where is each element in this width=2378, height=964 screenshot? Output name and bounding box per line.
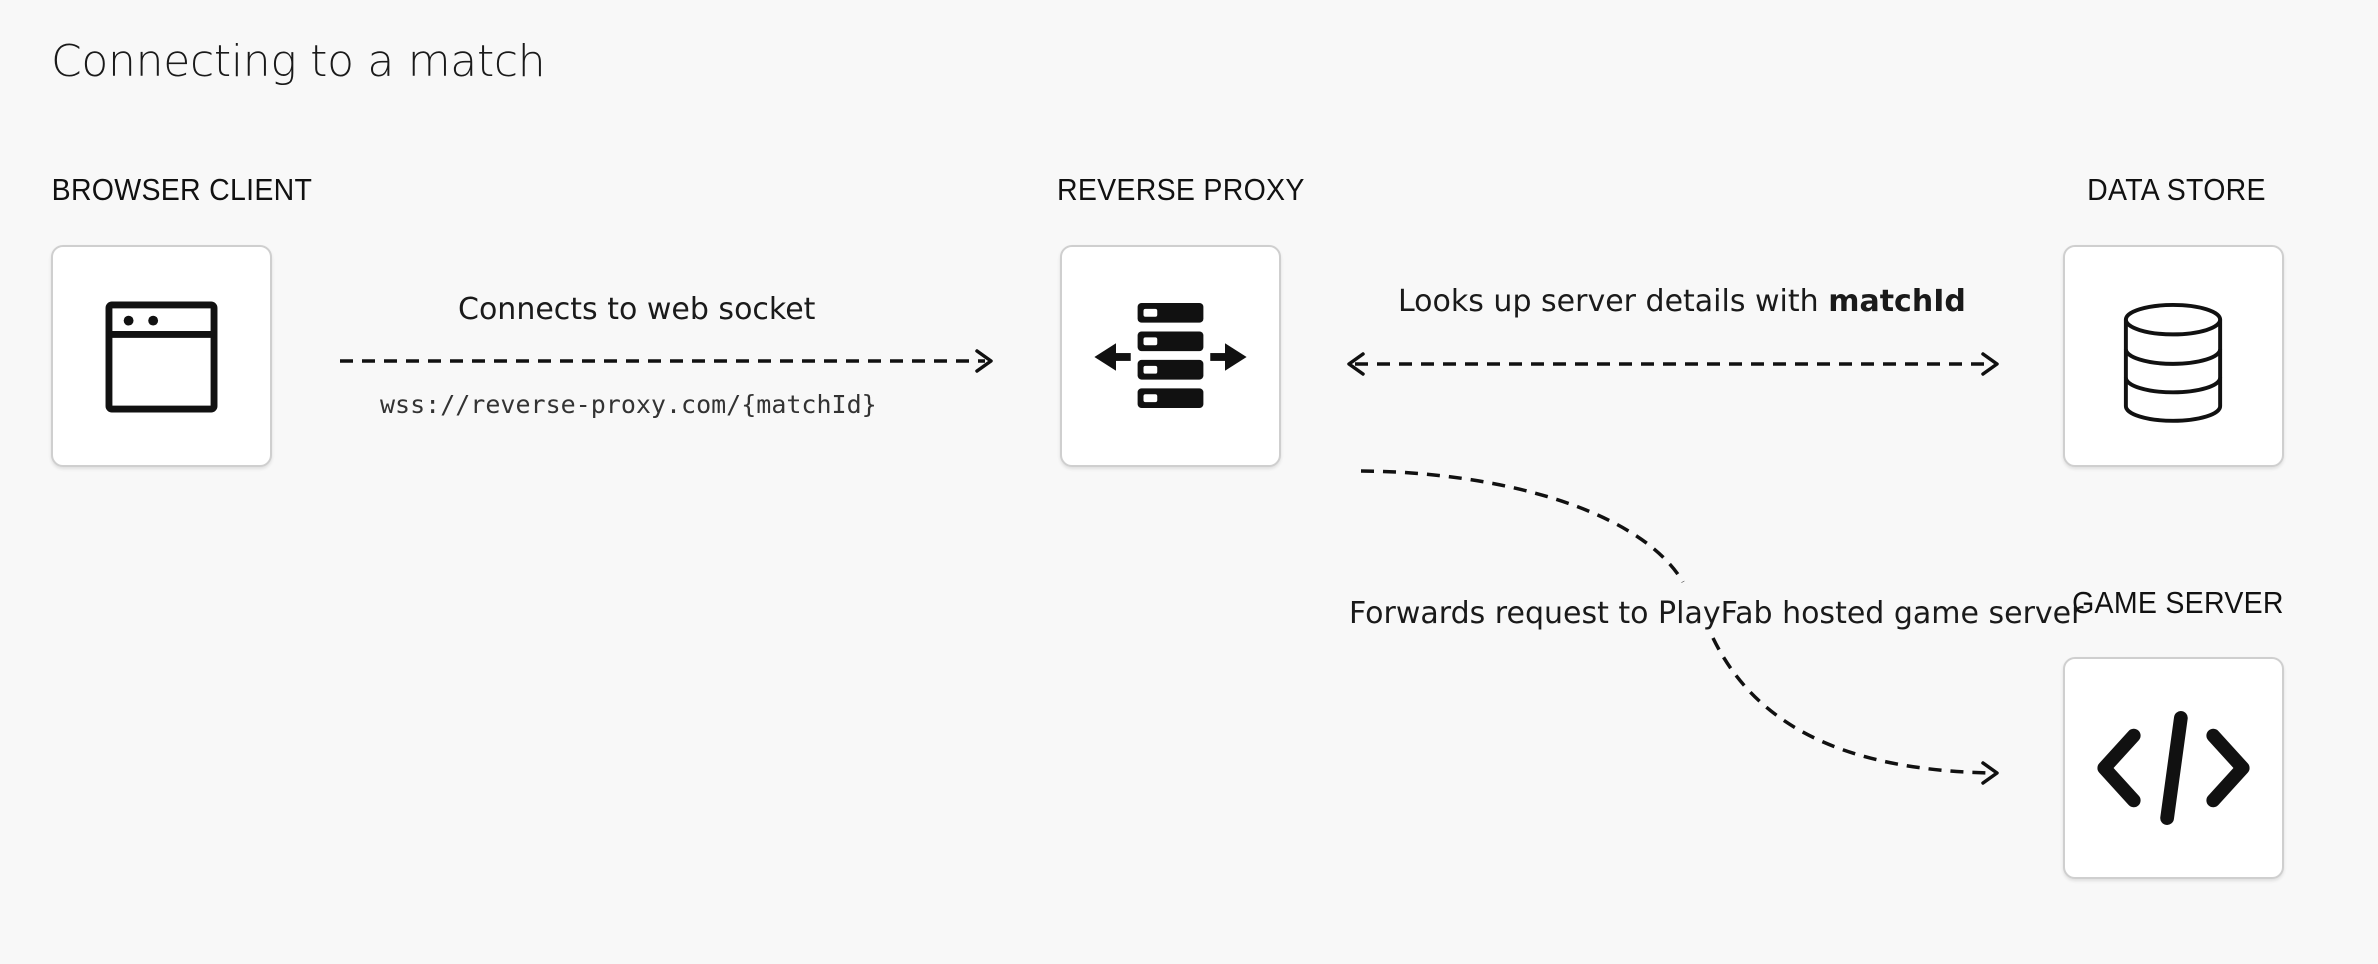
data-store-node bbox=[2063, 245, 2284, 467]
connect-edge-url: wss://reverse-proxy.com/{matchId} bbox=[380, 390, 877, 419]
diagram-title: Connecting to a match bbox=[51, 36, 546, 87]
reverse-proxy-label: REVERSE PROXY bbox=[1056, 172, 1305, 207]
lookup-edge-label-text: Looks up server details with bbox=[1398, 284, 1829, 319]
database-icon bbox=[2123, 302, 2223, 423]
game-server-node bbox=[2063, 657, 2284, 879]
arrowhead-right bbox=[975, 349, 993, 373]
browser-window-icon bbox=[105, 301, 218, 413]
edge-connect bbox=[340, 349, 993, 373]
game-server-label: GAME SERVER bbox=[2072, 585, 2284, 620]
arrowhead-right bbox=[1981, 761, 1999, 785]
edge-forward bbox=[1360, 469, 1999, 785]
code-icon bbox=[2097, 711, 2250, 825]
connect-edge-label: Connects to web socket bbox=[458, 292, 816, 327]
lookup-edge-label: Looks up server details with matchId bbox=[1398, 284, 1966, 319]
arrowhead-right bbox=[1981, 352, 1999, 376]
lookup-edge-label-key: matchId bbox=[1828, 284, 1966, 319]
browser-client-node bbox=[51, 245, 272, 467]
forward-edge-label: Forwards request to PlayFab hosted game … bbox=[1349, 596, 2084, 631]
arrowhead-left bbox=[1347, 352, 1365, 376]
reverse-proxy-node bbox=[1060, 245, 1281, 467]
data-store-label: DATA STORE bbox=[2087, 172, 2266, 207]
server-stack-icon bbox=[1094, 302, 1247, 409]
edge-lookup bbox=[1347, 352, 1999, 376]
browser-client-label: BROWSER CLIENT bbox=[51, 172, 313, 207]
